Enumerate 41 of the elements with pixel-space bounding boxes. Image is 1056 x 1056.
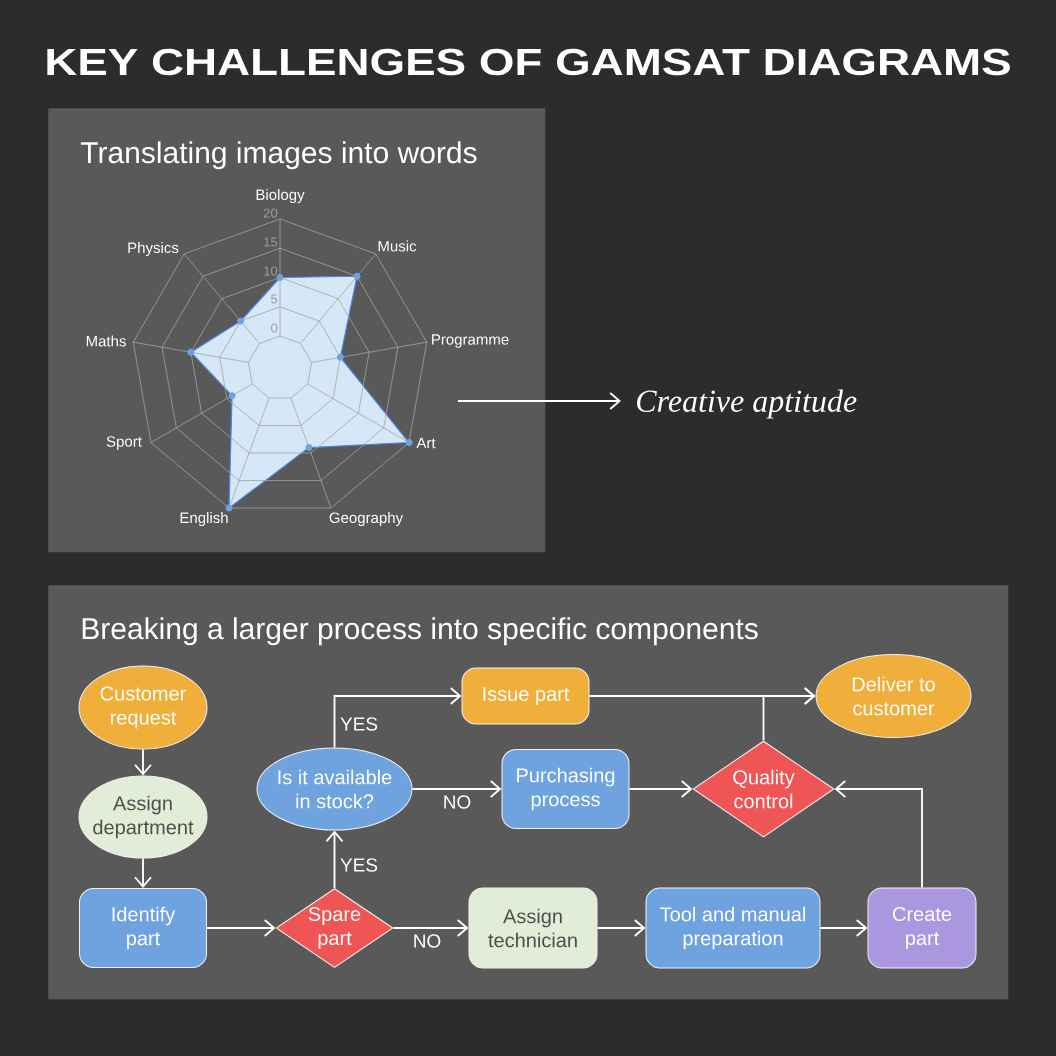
axis-label: Biology <box>256 189 305 203</box>
process-box: Identify part <box>79 888 207 968</box>
edge-label: YES <box>338 856 380 874</box>
arrow <box>628 780 693 798</box>
arrow <box>392 919 469 937</box>
axis-label: Music <box>378 240 417 252</box>
arrow <box>411 780 502 798</box>
arrow <box>596 919 646 937</box>
tick-label: 5 <box>271 294 278 304</box>
axis-label: Physics <box>128 242 179 256</box>
arrow <box>206 919 276 937</box>
tick-label: 10 <box>264 266 278 276</box>
process-box: Assign technician <box>468 887 598 969</box>
process-oval: Deliver to customer <box>815 654 972 738</box>
edge-label: NO <box>410 932 444 950</box>
process-oval: Customer request <box>78 665 208 750</box>
arrow <box>325 830 344 889</box>
panel-heading: Breaking a larger process into specific components <box>82 617 758 646</box>
process-oval: Assign department <box>78 775 208 859</box>
process-oval: Is it available in stock? <box>256 747 413 831</box>
tick-label: 0 <box>271 323 278 333</box>
arrow <box>819 919 868 937</box>
output-label: Creative aptitude <box>637 389 857 419</box>
edge-label: YES <box>338 715 380 733</box>
process-box: Create part <box>867 887 977 969</box>
process-box: Issue part <box>461 667 590 725</box>
arrow <box>333 687 462 749</box>
tick-label: 15 <box>264 237 278 247</box>
axis-label: Sport <box>106 436 142 450</box>
tick-label: 20 <box>263 208 278 218</box>
title: KEY CHALLENGES OF GAMSAT DIAGRAMS <box>47 48 1010 76</box>
arrow <box>762 687 816 742</box>
arrow <box>457 392 621 410</box>
edge-label: NO <box>440 793 474 811</box>
arrow <box>134 748 152 776</box>
arrow <box>134 857 152 888</box>
process-box: Purchasing process <box>501 749 630 829</box>
arrow <box>834 780 923 889</box>
process-box: Tool and manual preparation <box>645 887 821 969</box>
axis-label: Art <box>416 437 436 449</box>
panel-heading: Translating images into words <box>80 141 477 170</box>
